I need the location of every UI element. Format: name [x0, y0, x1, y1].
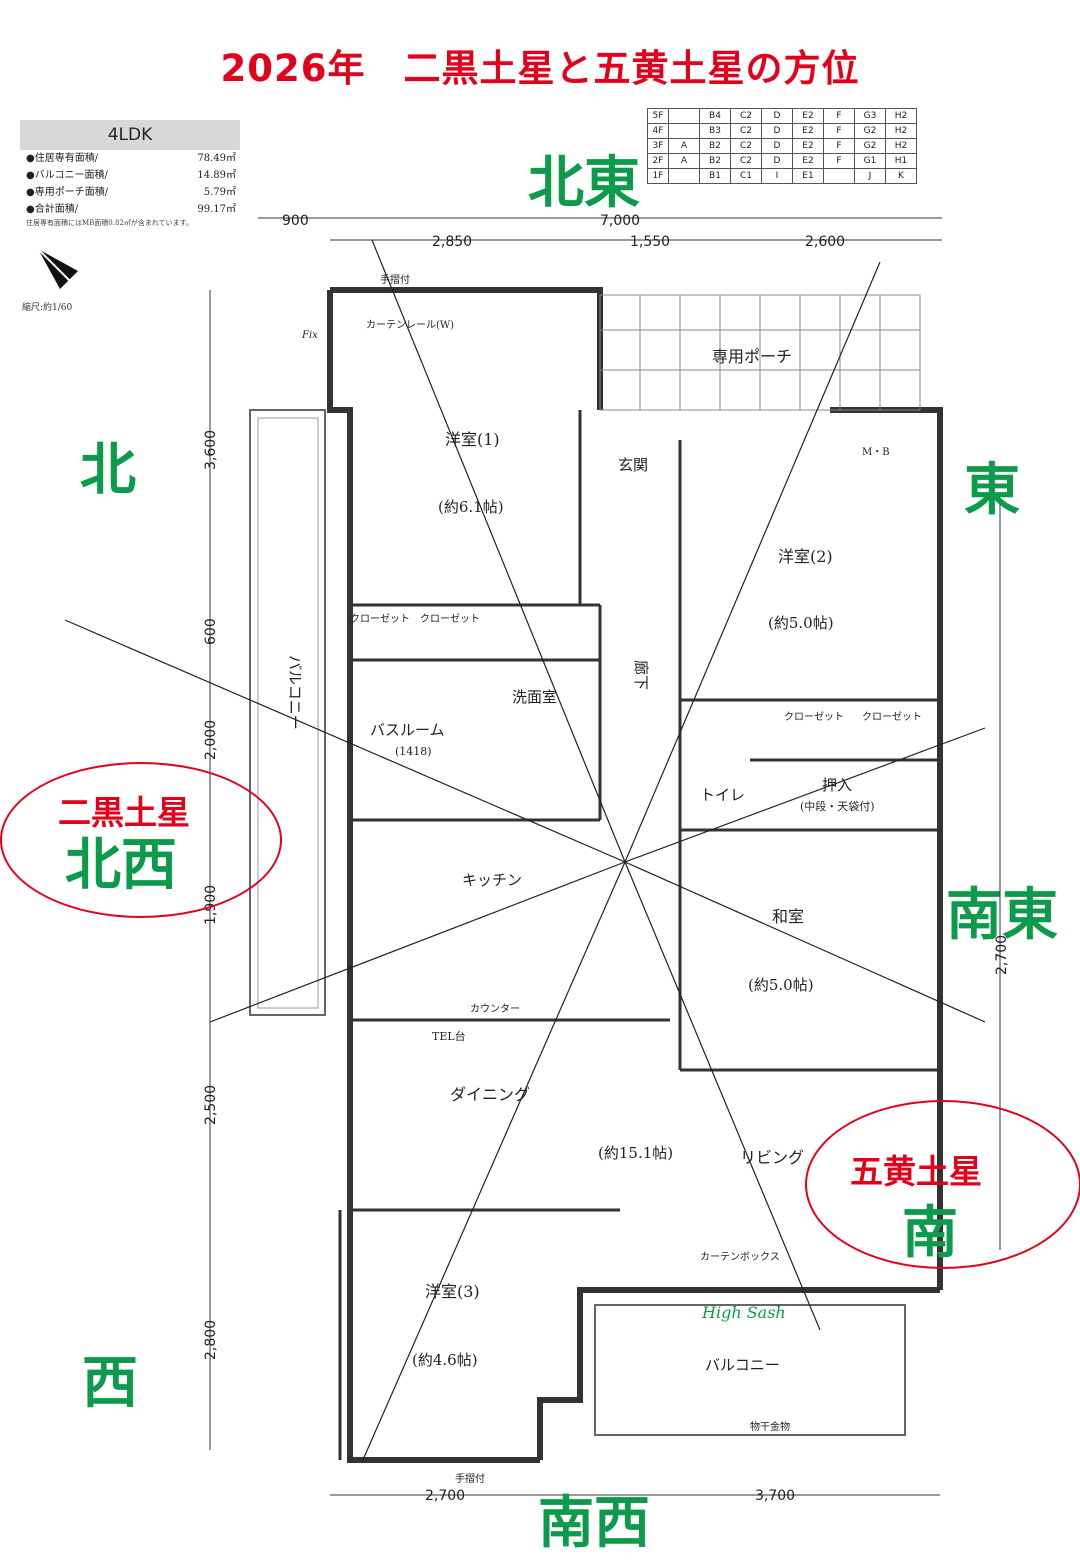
room-western2-size: (約5.0帖)	[768, 614, 834, 632]
info-row: ●専用ポーチ面積/5.79㎡	[20, 184, 240, 201]
north-arrow-icon	[37, 248, 78, 289]
porch-grid	[599, 294, 921, 411]
room-oshiire-note: (中段・天袋付)	[800, 799, 875, 813]
interior-walls	[338, 410, 940, 1460]
dim-left: 2,800	[203, 1320, 219, 1360]
south-balcony	[594, 1304, 906, 1436]
room-porch: 専用ポーチ	[712, 347, 792, 366]
dim-top: 2,600	[805, 234, 845, 250]
dimension-lines	[209, 217, 1001, 1496]
dim-left: 3,600	[203, 430, 219, 470]
west-balcony	[249, 409, 326, 1016]
direction-west: 西	[82, 1351, 138, 1416]
star-jikoku-label: 二黒土星	[58, 793, 190, 832]
curtain-rail-label: カーテンレール(W)	[366, 319, 454, 331]
dim-top: 1,550	[630, 234, 670, 250]
info-value: 5.79㎡	[203, 187, 236, 198]
dim-left: 2,000	[203, 720, 219, 760]
info-label: ●合計面積/	[26, 204, 79, 215]
floor-table-cell: H2	[885, 138, 917, 154]
dim-top: 7,000	[600, 213, 640, 229]
room-japanese: 和室	[772, 907, 804, 926]
info-value: 99.17㎡	[197, 204, 236, 215]
tel-label: TEL台	[432, 1029, 466, 1043]
page-title: 2026年 二黒土星と五黄土星の方位	[220, 47, 860, 90]
room-living: リビング	[740, 1148, 804, 1167]
handrail-label: 手摺付	[380, 273, 410, 286]
info-row: ●住居専有面積/78.49㎡	[20, 150, 240, 167]
info-row: ●バルコニー面積/14.89㎡	[20, 167, 240, 184]
direction-northwest: 北西	[65, 833, 177, 898]
info-label: ●住居専有面積/	[26, 153, 99, 164]
room-western3-size: (約4.6帖)	[412, 1351, 478, 1369]
star-goou-label: 五黄土星	[850, 1152, 982, 1191]
fix-label: Fix	[301, 330, 318, 341]
room-dining: ダイニング	[450, 1085, 530, 1104]
room-kitchen: キッチン	[462, 871, 522, 889]
room-toilet: トイレ	[700, 786, 745, 804]
room-washroom: 洗面室	[512, 688, 557, 706]
dim-left: 2,500	[203, 1085, 219, 1125]
info-value: 78.49㎡	[197, 153, 236, 164]
info-label: ●専用ポーチ面積/	[26, 187, 109, 198]
handrail-label: 手摺付	[455, 1472, 485, 1485]
dim-left: 600	[203, 618, 219, 645]
high-sash-label: High Sash	[701, 1303, 786, 1322]
room-hall: 廊下	[632, 660, 650, 690]
info-label: ●バルコニー面積/	[26, 170, 108, 181]
plan-info-box: 4LDK ●住居専有面積/78.49㎡ ●バルコニー面積/14.89㎡ ●専用ポ…	[20, 120, 240, 238]
direction-east: 東	[964, 458, 1020, 523]
counter-label: カウンター	[470, 1003, 520, 1015]
plan-type: 4LDK	[20, 120, 240, 150]
floor-table-cell: K	[885, 168, 917, 184]
dim-right: 2,700	[994, 935, 1010, 975]
direction-lines	[64, 239, 986, 1463]
mb-label: M・B	[862, 447, 890, 458]
room-balcony-west: バルコニー	[286, 655, 304, 730]
direction-north: 北	[80, 438, 136, 503]
room-entrance: 玄関	[618, 456, 648, 474]
curtain-box-label: カーテンボックス	[700, 1251, 780, 1263]
closet-label: クローゼット	[784, 711, 844, 723]
dim-top: 2,850	[432, 234, 472, 250]
room-western2: 洋室(2)	[778, 547, 833, 566]
room-western3: 洋室(3)	[425, 1282, 480, 1301]
room-western1: 洋室(1)	[445, 430, 500, 449]
closet-label: クローゼット	[350, 613, 410, 625]
info-note: 住居専有面積にはMB面積0.82㎡が含まれています。	[26, 219, 193, 227]
jikoku-marker	[0, 762, 282, 918]
closet-label: クローゼット	[420, 613, 480, 625]
direction-northeast: 北東	[528, 151, 640, 216]
scale-label: 縮尺:約1/60	[22, 303, 73, 313]
dim-bottom: 3,700	[755, 1488, 795, 1504]
info-row: ●合計面積/99.17㎡	[20, 201, 240, 218]
room-balcony-south: バルコニー	[705, 1356, 780, 1374]
dim-bottom: 2,700	[425, 1488, 465, 1504]
direction-south: 南	[902, 1201, 958, 1266]
floor-table-cell: J	[854, 168, 886, 184]
closet-label: クローゼット	[862, 711, 922, 723]
direction-southwest: 南西	[538, 1491, 650, 1556]
direction-southeast: 南東	[946, 883, 1058, 948]
room-bath-size: (1418)	[395, 745, 432, 758]
floor-table-cell: E1	[792, 168, 824, 184]
room-japanese-size: (約5.0帖)	[748, 976, 814, 994]
room-ldk-size: (約15.1帖)	[598, 1144, 673, 1162]
drying-label: 物干金物	[750, 1420, 790, 1433]
room-bath: バスルーム	[370, 721, 445, 739]
dim-top: 900	[282, 213, 309, 229]
info-value: 14.89㎡	[197, 170, 236, 181]
room-western1-size: (約6.1帖)	[438, 498, 504, 516]
room-oshiire: 押入	[822, 776, 852, 794]
